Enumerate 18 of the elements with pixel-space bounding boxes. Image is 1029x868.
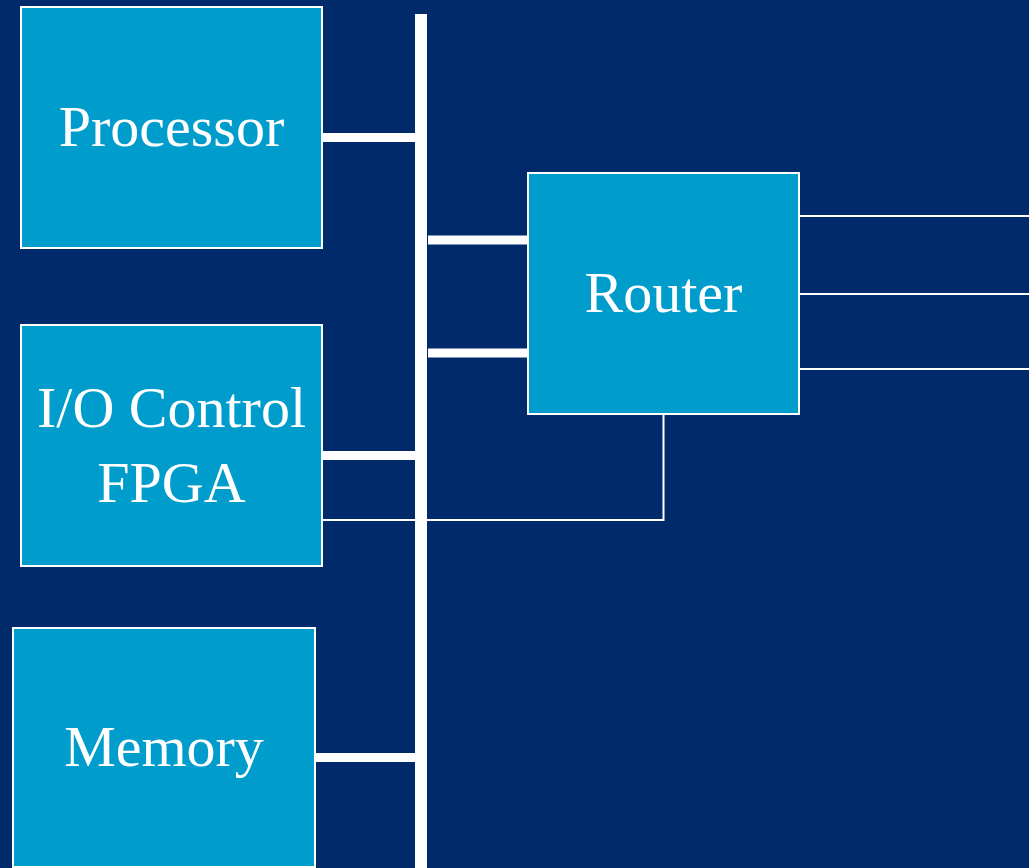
connector-line [322,414,665,521]
connector-line [799,215,1029,217]
connector-line [316,753,415,762]
component-label: Memory [63,713,265,782]
connector-line [428,348,527,358]
connector-line [323,451,415,460]
connector-line [799,368,1029,370]
connector-line [799,293,1029,295]
bus-bar [415,14,427,868]
component-box [527,172,800,415]
component-label: Processor [57,93,286,162]
component-label: Router [583,259,744,328]
component-label: I/O Control FPGA [35,374,307,517]
component-box [20,6,323,249]
connector-line [428,235,527,245]
connector-line [323,133,415,142]
component-box [12,627,316,868]
component-box [20,324,323,567]
